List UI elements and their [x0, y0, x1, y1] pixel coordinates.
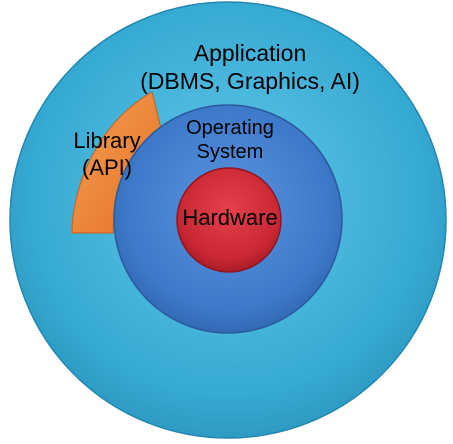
- library-title: Library: [73, 128, 141, 153]
- application-subtitle: (DBMS, Graphics, AI): [140, 68, 360, 94]
- library-subtitle: (API): [81, 155, 133, 180]
- application-title: Application: [193, 40, 307, 66]
- operating-system-title: Operating: [186, 117, 274, 139]
- hardware-core: [176, 167, 282, 273]
- operating-system-subtitle: System: [196, 141, 264, 163]
- hardware-label: Hardware: [182, 205, 278, 230]
